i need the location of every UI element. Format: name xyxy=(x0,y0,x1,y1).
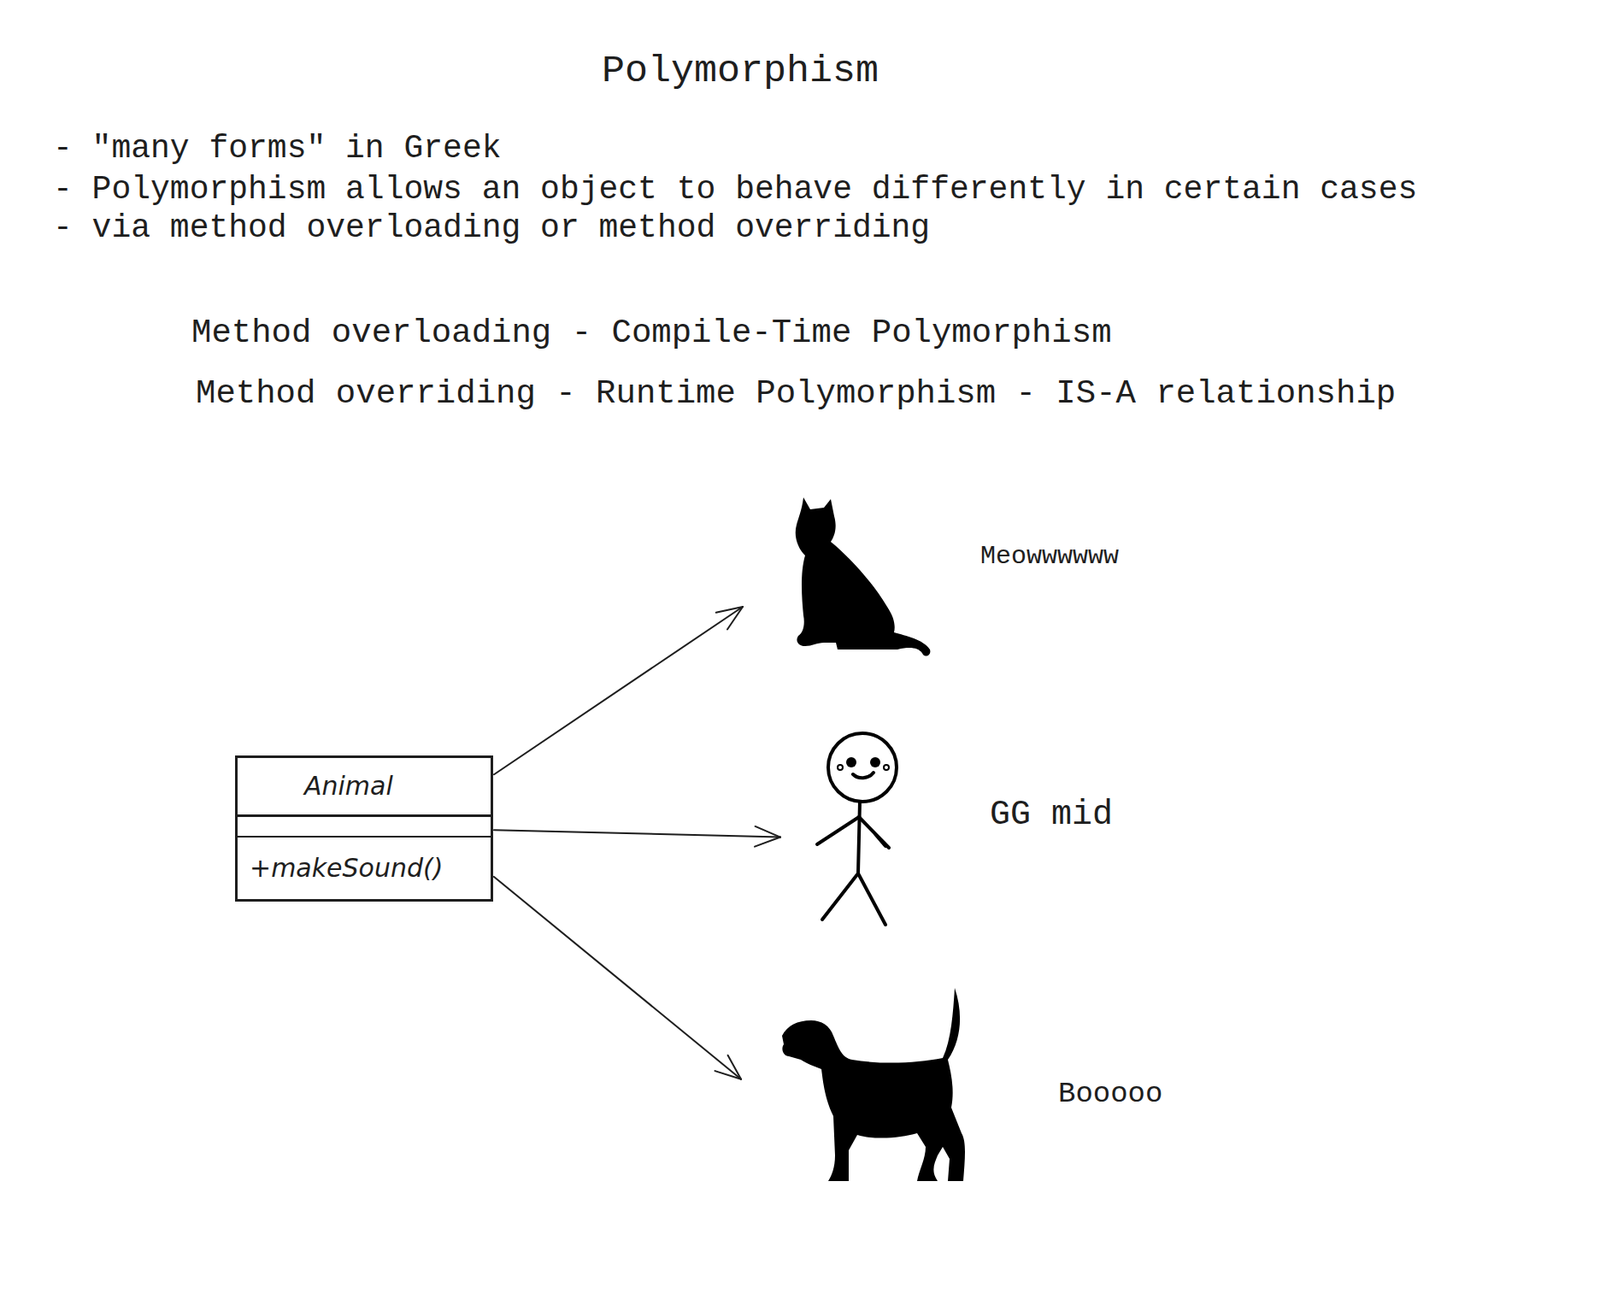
smile xyxy=(852,772,874,778)
sound-label: Meowwwwww xyxy=(980,539,1119,574)
class-name: Animal xyxy=(237,758,394,815)
bullet-note: - Polymorphism allows an object to behav… xyxy=(52,170,1418,210)
dog-shape xyxy=(782,988,965,1182)
cheek xyxy=(837,764,843,771)
figure-node: Meowwwwww xyxy=(742,491,1136,663)
connector-stroke xyxy=(494,606,743,775)
dog-silhouette xyxy=(780,988,977,1185)
bullet-note: - "many forms" in Greek xyxy=(52,129,502,169)
connector-stroke xyxy=(494,876,742,1080)
head xyxy=(828,733,897,802)
sound-label: GG mid xyxy=(989,798,1113,833)
connector-stroke xyxy=(755,826,781,838)
bullet-note: - via method overloading or method overr… xyxy=(52,208,930,248)
stick-figure xyxy=(803,726,915,932)
leg xyxy=(858,873,886,925)
class-method: +makeSound() xyxy=(237,837,443,900)
cat-shape xyxy=(795,497,931,657)
class-box: Animal +makeSound() xyxy=(235,755,494,902)
figure-node: GG mid xyxy=(780,730,1140,932)
connector-stroke xyxy=(728,1055,742,1080)
connector-stroke xyxy=(494,829,781,837)
sound-label: Booooo xyxy=(1058,1076,1163,1112)
cheek xyxy=(883,764,889,771)
subheading: Method overloading - Compile-Time Polymo… xyxy=(191,312,1112,354)
eye xyxy=(846,757,857,768)
cat-silhouette xyxy=(786,495,932,659)
arm xyxy=(817,817,859,845)
title: Polymorphism xyxy=(601,47,879,96)
eye xyxy=(870,757,881,768)
class-divider xyxy=(237,814,491,838)
connector-stroke xyxy=(754,837,781,848)
stick-figure-lines xyxy=(817,733,897,925)
arm xyxy=(858,817,889,848)
connector-stroke xyxy=(716,606,743,613)
inheritance-arrow xyxy=(494,876,742,1080)
inheritance-arrow xyxy=(494,606,743,775)
leg xyxy=(822,873,859,920)
subheading: Method overriding - Runtime Polymorphism… xyxy=(195,373,1396,415)
torso xyxy=(858,801,860,874)
figure-node: Booooo xyxy=(741,982,1203,1184)
inheritance-arrow xyxy=(494,826,781,848)
